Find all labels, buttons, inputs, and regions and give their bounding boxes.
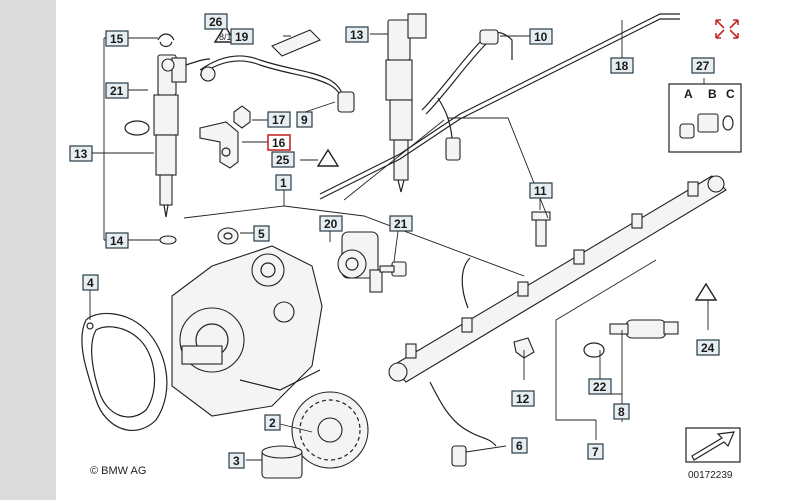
callout-22[interactable]: 22 bbox=[588, 378, 612, 395]
sleeve-3[interactable] bbox=[261, 445, 303, 479]
svg-text:2: 2 bbox=[269, 416, 276, 430]
callout-3[interactable]: 3 bbox=[228, 452, 245, 469]
callout-8[interactable]: 8 bbox=[613, 403, 630, 420]
washer-14[interactable] bbox=[159, 235, 177, 245]
svg-text:21: 21 bbox=[394, 217, 408, 231]
common-rail[interactable] bbox=[388, 175, 727, 383]
callout-26[interactable]: 26 bbox=[204, 13, 228, 30]
svg-text:16: 16 bbox=[272, 136, 286, 150]
svg-text:17: 17 bbox=[272, 113, 286, 127]
image-number: 00172239 bbox=[688, 470, 733, 481]
callout-25[interactable]: 25 bbox=[271, 151, 295, 168]
expand-icon[interactable] bbox=[715, 19, 739, 39]
svg-text:15: 15 bbox=[110, 32, 124, 46]
callout-27[interactable]: 27 bbox=[691, 57, 715, 74]
callout-10[interactable]: 10 bbox=[529, 28, 553, 45]
svg-text:25: 25 bbox=[276, 153, 290, 167]
detail-box-27: A B C bbox=[668, 83, 742, 153]
callout-15[interactable]: 15 bbox=[105, 30, 129, 47]
svg-text:12: 12 bbox=[516, 392, 530, 406]
callout-4[interactable]: 4 bbox=[82, 274, 99, 291]
bracket-16[interactable] bbox=[199, 121, 239, 169]
callout-13-left[interactable]: 13 bbox=[69, 145, 93, 162]
svg-text:8: 8 bbox=[618, 405, 625, 419]
clip-12[interactable] bbox=[513, 337, 535, 359]
callout-19[interactable]: 19 bbox=[230, 28, 254, 45]
svg-text:26: 26 bbox=[209, 15, 223, 29]
seal-ring-23[interactable] bbox=[124, 120, 150, 136]
callout-7[interactable]: 7 bbox=[587, 443, 604, 460]
callout-11[interactable]: 11 bbox=[529, 182, 553, 199]
seal-5[interactable] bbox=[217, 227, 239, 245]
callout-6[interactable]: 6 bbox=[511, 437, 528, 454]
svg-text:5: 5 bbox=[258, 227, 265, 241]
callout-12[interactable]: 12 bbox=[511, 390, 535, 407]
parts-diagram: 8/12 bbox=[69, 13, 742, 481]
warning-triangle-25 bbox=[316, 148, 340, 167]
svg-text:13: 13 bbox=[350, 28, 364, 42]
detail-letter-c: C bbox=[726, 87, 735, 101]
direction-arrow-icon bbox=[685, 427, 741, 463]
svg-text:11: 11 bbox=[534, 184, 547, 198]
nut-17[interactable] bbox=[233, 105, 251, 129]
sleeve-19[interactable] bbox=[271, 29, 321, 57]
svg-text:27: 27 bbox=[696, 59, 710, 73]
svg-text:18: 18 bbox=[615, 59, 629, 73]
svg-text:14: 14 bbox=[110, 234, 124, 248]
bolt-11[interactable] bbox=[531, 211, 551, 247]
gasket-4[interactable] bbox=[81, 312, 168, 431]
fuel-line-6[interactable] bbox=[429, 257, 497, 467]
callout-24[interactable]: 24 bbox=[696, 339, 720, 356]
callout-13-top[interactable]: 13 bbox=[345, 26, 369, 43]
callout-5[interactable]: 5 bbox=[253, 225, 270, 242]
callout-17[interactable]: 17 bbox=[267, 111, 291, 128]
svg-text:3: 3 bbox=[233, 454, 240, 468]
callout-20[interactable]: 20 bbox=[319, 215, 343, 232]
svg-text:19: 19 bbox=[235, 30, 249, 44]
high-pressure-pump[interactable] bbox=[171, 245, 323, 417]
pressure-sensor-7[interactable] bbox=[609, 319, 679, 339]
parts-diagram-panel: 8/12 bbox=[56, 0, 810, 500]
svg-text:7: 7 bbox=[592, 445, 599, 459]
seal-ring-22[interactable] bbox=[583, 342, 605, 358]
pressure-regulator-20[interactable] bbox=[337, 231, 383, 293]
callout-14[interactable]: 14 bbox=[105, 232, 129, 249]
injector-right[interactable] bbox=[385, 13, 427, 193]
svg-text:4: 4 bbox=[87, 276, 94, 290]
gear-2[interactable] bbox=[291, 391, 369, 469]
clamp-15[interactable] bbox=[157, 33, 175, 48]
callout-23[interactable]: 21 bbox=[105, 82, 129, 99]
callout-2[interactable]: 2 bbox=[264, 414, 281, 431]
callout-9[interactable]: 9 bbox=[296, 111, 313, 128]
svg-text:24: 24 bbox=[701, 341, 715, 355]
bolt-21[interactable] bbox=[379, 261, 407, 277]
svg-text:22: 22 bbox=[593, 380, 607, 394]
fuel-line-9[interactable] bbox=[199, 55, 355, 113]
injector-left[interactable] bbox=[153, 54, 211, 218]
warning-triangle-24 bbox=[694, 282, 718, 301]
fuel-line-10[interactable] bbox=[421, 29, 513, 115]
leakoff-line-18[interactable] bbox=[319, 13, 680, 200]
svg-text:20: 20 bbox=[324, 217, 338, 231]
callout-16[interactable]: 16 bbox=[267, 134, 291, 151]
callout-18[interactable]: 18 bbox=[610, 57, 634, 74]
svg-text:10: 10 bbox=[534, 30, 548, 44]
svg-text:9: 9 bbox=[301, 113, 308, 127]
svg-text:6: 6 bbox=[516, 439, 523, 453]
detail-letter-b: B bbox=[708, 87, 717, 101]
warning-triangle-26: 8/12 bbox=[213, 24, 237, 43]
svg-text:8/12: 8/12 bbox=[219, 32, 237, 42]
svg-text:1: 1 bbox=[280, 176, 287, 190]
svg-text:13: 13 bbox=[74, 147, 88, 161]
svg-text:21: 21 bbox=[110, 84, 124, 98]
detail-letter-a: A bbox=[684, 87, 693, 101]
callout-21[interactable]: 21 bbox=[389, 215, 413, 232]
callout-1[interactable]: 1 bbox=[275, 174, 292, 191]
copyright-text: © BMW AG bbox=[90, 465, 146, 477]
